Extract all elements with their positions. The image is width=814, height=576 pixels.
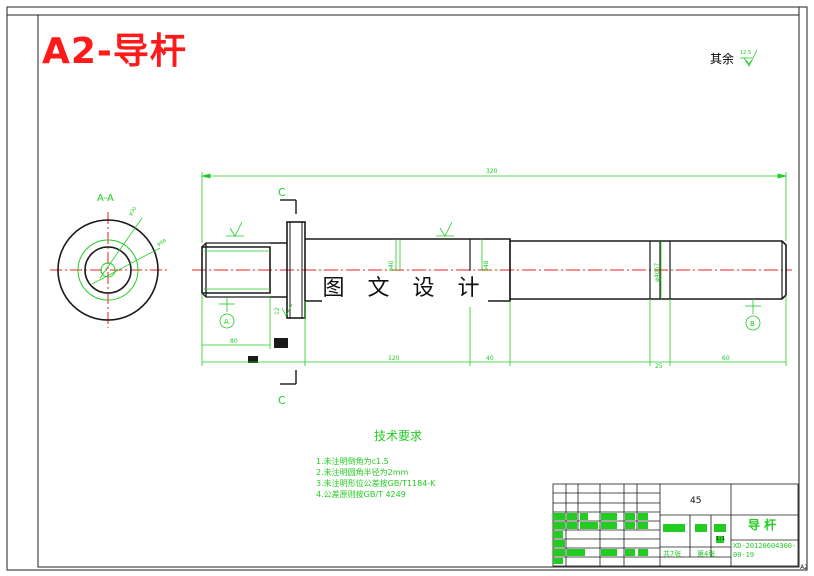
section-mid-circle (77, 239, 139, 301)
section-leader-1 (99, 217, 143, 279)
datum-a-label: A (224, 318, 229, 326)
dimension-texts: 320 80 120 40 25 60 12 φ40 φ48 φ40h7 (230, 168, 730, 370)
title-block-drawing-number: XD-20120604300-00-19 (733, 542, 797, 559)
section-cut-top (280, 199, 297, 214)
title-block-footer-left: 共7张 (663, 550, 682, 558)
dim-diameter-right: φ40h7 (654, 263, 661, 282)
shaft-view: C C A B (192, 186, 792, 407)
section-dim-2: φ48 (156, 238, 167, 248)
section-outer-circle (57, 219, 159, 321)
dimension-lines (201, 172, 787, 366)
tech-requirement-item: 3.未注明形位公差按GB/T1184-K (316, 479, 436, 488)
surface-note-symbol (740, 49, 758, 67)
section-cut-bottom (280, 370, 297, 385)
shaft-left-section (201, 246, 271, 294)
tech-requirements-list: 1.未注明倒角为c1.5 2.未注明圆角半径为2mm 3.未注明形位公差按GB/… (316, 456, 435, 500)
section-dim-1: φ30 (128, 206, 138, 217)
section-view: A-A φ30 φ48 (50, 193, 168, 328)
datum-b-label: B (750, 320, 755, 328)
corner-marks (7, 7, 800, 16)
surface-note: 其余 (710, 52, 735, 66)
watermark: 图 文 设 计 (322, 271, 488, 307)
roughness-symbol-1 (226, 221, 244, 237)
tech-requirement-item: 2.未注明圆角半径为2mm (316, 468, 409, 477)
title-block-material: 45 (690, 496, 702, 506)
title-block-part-name: 导 杆 (748, 518, 777, 532)
tolerance-flag-2 (248, 356, 258, 363)
roughness-symbol-2 (436, 221, 454, 237)
shaft-right-section (510, 240, 787, 300)
dim-right-groove: 25 (655, 363, 663, 370)
dim-collar-width: 12 (274, 307, 281, 315)
section-hole (100, 262, 116, 278)
tolerance-flag-1 (274, 338, 288, 348)
tech-requirement-item: 4.公差原则按GB/T 4249 (316, 490, 406, 499)
section-cut-label-bottom: C (278, 394, 286, 407)
dim-left-length: 80 (230, 338, 238, 345)
roughness-symbol-3 (281, 303, 293, 317)
section-inner-circle (84, 246, 132, 294)
shaft-left-chamfer (201, 242, 270, 298)
section-cut-label-top: C (278, 186, 286, 199)
page-title: A2-导杆 (42, 31, 187, 72)
title-block-green-cells (553, 513, 726, 564)
title-block-scale: 1:1 (716, 536, 726, 542)
datum-a (219, 297, 235, 329)
dim-mid-right: 40 (486, 355, 494, 362)
dim-diameter-left: φ40 (388, 260, 395, 272)
dim-overall: 320 (486, 168, 498, 175)
title-block-footer-right: 第4张 (697, 550, 716, 558)
datum-b (745, 299, 761, 331)
section-label: A-A (97, 193, 114, 204)
section-leader-2 (91, 247, 161, 285)
tech-requirement-item: 1.未注明倒角为c1.5 (316, 457, 389, 466)
surface-note-roughness: 12.5 (740, 50, 751, 56)
tech-requirements-title: 技术要求 (374, 429, 423, 443)
dim-mid-length: 120 (388, 355, 400, 362)
sheet-size: A2 (800, 564, 808, 571)
inner-border (37, 14, 800, 568)
dim-diameter-mid: φ48 (483, 260, 490, 272)
dim-right-length: 60 (722, 355, 730, 362)
outer-border (6, 6, 808, 571)
shaft-collar (286, 221, 306, 319)
